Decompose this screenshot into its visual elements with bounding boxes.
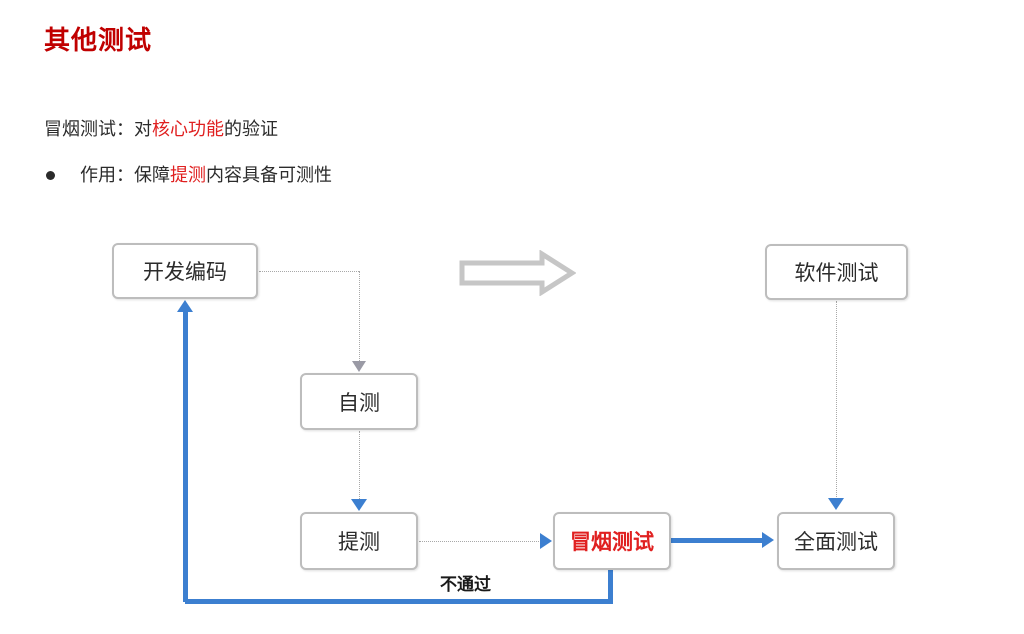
node-software-test[interactable]: 软件测试 [765,244,908,300]
purpose-highlight-submit-test: 提测 [170,165,206,185]
arrowhead-into-smoke-test-icon [540,533,552,549]
connector-fail-loop-horizontal [185,599,613,604]
node-submit-test-label: 提测 [338,531,380,554]
node-dev-coding-label: 开发编码 [143,261,227,284]
connector-fail-loop-up [183,312,188,602]
purpose-text-part-1: 作用：保障 [80,165,170,185]
description-line-smoke-test: 冒烟测试：对核心功能的验证 [44,120,278,138]
node-full-test[interactable]: 全面测试 [777,512,895,570]
page-title: 其他测试 [44,25,153,55]
connector-smoke-to-full-test [671,538,763,543]
connector-fail-loop-down [608,570,613,604]
arrowhead-into-full-test-icon [762,532,774,548]
node-dev-coding[interactable]: 开发编码 [112,243,258,299]
arrowhead-into-submit-test-icon [351,499,367,511]
arrowhead-into-self-test-icon [352,361,366,372]
node-software-test-label: 软件测试 [794,262,879,285]
arrowhead-into-full-test-top-icon [828,498,844,510]
connector-self-to-submit-vertical [359,431,360,501]
node-self-test-label: 自测 [338,391,380,415]
connector-dev-to-self-vertical [359,271,360,363]
description-text-part-1: 冒烟测试：对 [44,119,152,139]
connector-submit-to-smoke-horizontal [419,541,541,542]
description-highlight-core-function: 核心功能 [152,119,224,139]
purpose-text-part-2: 内容具备可测性 [206,165,332,185]
node-smoke-test[interactable]: 冒烟测试 [553,512,671,570]
node-full-test-label: 全面测试 [794,531,878,554]
node-smoke-test-label: 冒烟测试 [570,531,654,554]
edge-label-fail: 不通过 [440,575,491,594]
description-text-part-2: 的验证 [224,119,278,139]
bullet-point-icon [46,171,55,180]
connector-dev-to-self-horizontal [259,271,359,272]
connector-software-to-full-vertical [836,301,837,499]
description-line-purpose: 作用：保障提测内容具备可测性 [80,166,332,184]
arrowhead-into-dev-coding-icon [177,300,193,312]
node-self-test[interactable]: 自测 [300,373,418,430]
process-direction-arrow-icon [458,249,577,301]
node-submit-test[interactable]: 提测 [300,512,418,570]
